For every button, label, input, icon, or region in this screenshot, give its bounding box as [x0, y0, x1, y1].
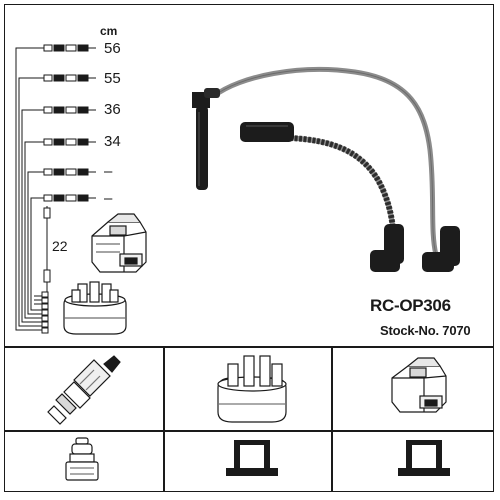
lead-length-1: 56: [104, 40, 121, 57]
lead-connector-segment: [65, 74, 77, 82]
lead-connector-segment: [43, 138, 53, 146]
cap-terminal-icon: [226, 440, 278, 476]
straight-boot: [240, 122, 294, 142]
lead-connector-segment: [53, 106, 65, 114]
lead-connector-segment: [65, 168, 77, 176]
row-divider-bottom: [4, 430, 494, 432]
lead-connector-segment: [43, 168, 53, 176]
lead-connector-segment: [65, 44, 77, 52]
unit-label: cm: [100, 24, 118, 38]
spark-plug-icon: [47, 355, 121, 425]
stock-number: Stock-No. 7070: [380, 323, 471, 338]
coil-plug-boot: [192, 88, 220, 190]
coil-terminal-icon: [398, 440, 450, 476]
lead-connector-segment: [65, 106, 77, 114]
short-lead-length: 22: [52, 238, 68, 254]
lead-connector-segment: [43, 106, 53, 114]
lead-length-3: 36: [104, 101, 121, 118]
lead-connector-segment: [43, 194, 53, 202]
lead-connector-segment: [53, 44, 65, 52]
product-code: RC-OP306: [370, 296, 451, 315]
angled-plug-boot-left: [370, 224, 404, 272]
lead-connector-segment: [65, 194, 77, 202]
lead-connector-segment: [43, 74, 53, 82]
column-divider-right: [331, 346, 333, 492]
lead-length-2: 55: [104, 70, 121, 87]
lead-length-6: –: [104, 190, 113, 207]
row-divider-top: [4, 346, 494, 348]
lead-length-4: 34: [104, 133, 121, 150]
column-divider-left: [163, 346, 165, 492]
lead-connector-segment: [53, 138, 65, 146]
lead-connector-segment: [53, 168, 65, 176]
grey-lead-long: [212, 67, 439, 256]
lead-connector-segment: [53, 74, 65, 82]
ignition-coil-icon: [391, 357, 447, 413]
angled-plug-boot-right: [422, 226, 460, 272]
lead-connector-segment: [53, 194, 65, 202]
plug-terminal-icon: [65, 437, 99, 481]
lead-connector-segment: [43, 44, 53, 52]
outer-frame: [4, 4, 494, 492]
lead-connector-segment: [65, 138, 77, 146]
lead-length-5: –: [104, 163, 113, 180]
distributor-cap-icon: [217, 355, 287, 423]
